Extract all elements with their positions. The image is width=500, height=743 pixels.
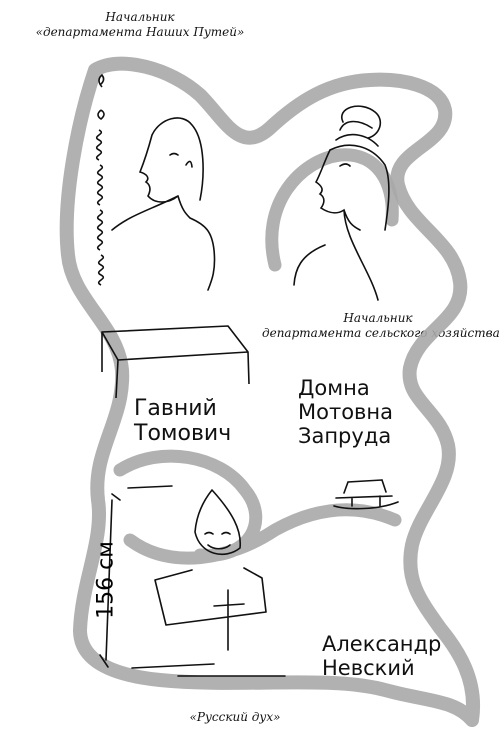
caption-bottom: «Русский дух» bbox=[0, 710, 470, 725]
name-domna-line2: Мотовна bbox=[298, 400, 394, 425]
name-alexander-line2: Невский bbox=[322, 656, 415, 681]
caption-bottom-text: «Русский дух» bbox=[189, 710, 281, 724]
sketch-strokes bbox=[99, 485, 286, 677]
desk-box bbox=[101, 325, 250, 399]
name-gavniy-line2: Томович bbox=[134, 421, 232, 447]
vertical-scribble bbox=[95, 73, 105, 286]
name-alexander-line1: Александр bbox=[322, 632, 442, 656]
portrait-left bbox=[111, 117, 216, 291]
name-domna-line1: Домна bbox=[298, 376, 370, 400]
sled bbox=[333, 479, 399, 510]
name-domna-line3: Запруда bbox=[298, 424, 392, 449]
caption-middle-line1: Начальник bbox=[343, 311, 413, 325]
name-gavniy-line1: Гавний bbox=[134, 396, 217, 421]
smudge-curve-right bbox=[265, 148, 399, 272]
caption-top-line2: «департамента Наших Путей» bbox=[35, 25, 245, 39]
smudge-border bbox=[59, 56, 481, 727]
caption-top: Начальник «департамента Наших Путей» bbox=[0, 10, 280, 40]
name-gavniy-tomovich: Гавний Томович bbox=[134, 396, 231, 447]
name-alexander-nevsky: Александр Невский bbox=[322, 632, 441, 680]
portrait-right bbox=[293, 105, 390, 301]
caption-top-line1: Начальник bbox=[105, 10, 175, 24]
name-domna-zapruda: Домна Мотовна Запруда bbox=[298, 376, 393, 448]
helmet-figure bbox=[154, 489, 267, 651]
smudge-curve-middle bbox=[113, 449, 402, 565]
height-measurement: 156 см bbox=[93, 541, 119, 619]
